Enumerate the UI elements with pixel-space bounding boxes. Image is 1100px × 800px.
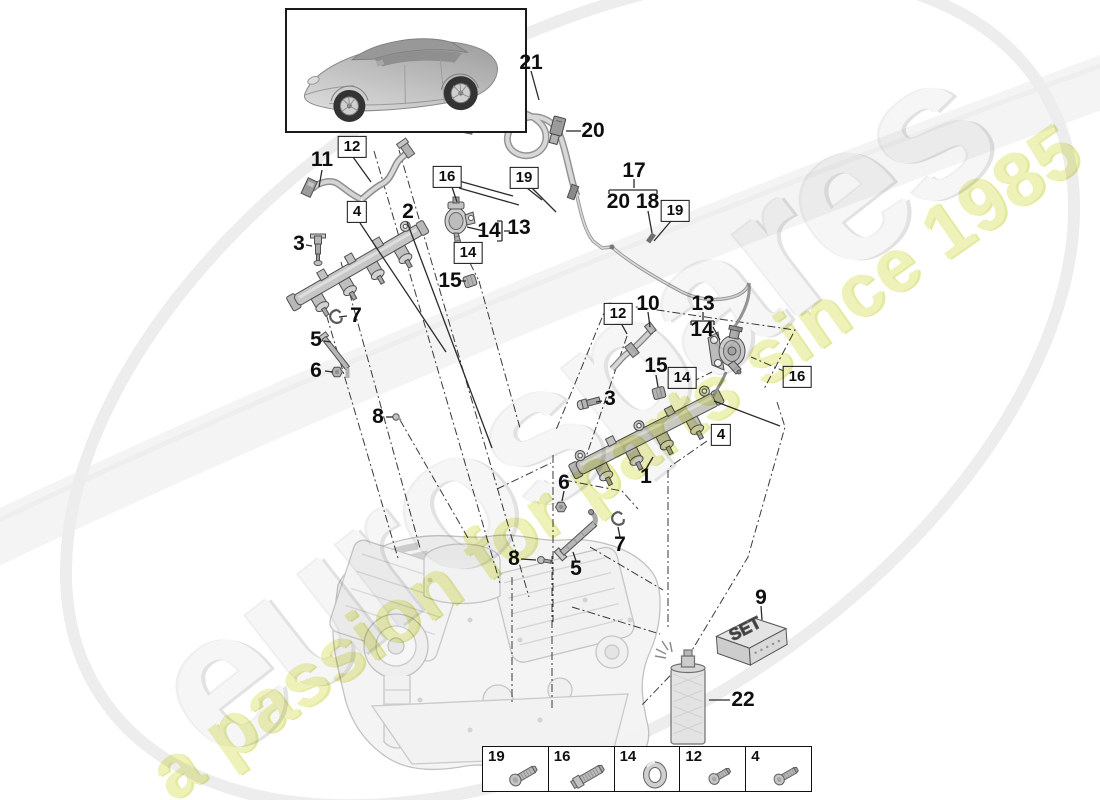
legend-cell-4: 4 (746, 747, 811, 791)
connector-20 (548, 115, 567, 146)
legend-cell-16: 16 (549, 747, 615, 791)
vehicle-illustration (304, 38, 498, 122)
legend-number: 12 (685, 748, 703, 765)
bushing-15-left (462, 273, 478, 289)
pan-head-bolt-icon (509, 765, 538, 787)
screw-8-right (537, 556, 552, 564)
bushing-15-right (651, 386, 667, 400)
nut-6-left (330, 366, 344, 378)
legend-number: 16 (553, 748, 571, 765)
fuel-line-17 (566, 183, 751, 330)
fuel-pipe-12 (359, 137, 416, 202)
sensor-bolt-3-right (576, 396, 602, 411)
fuel-rail-left (286, 220, 430, 317)
clip-7-left (329, 308, 343, 324)
screw-8-left (392, 413, 402, 421)
fuel-hose-11 (300, 177, 363, 203)
high-pressure-pump-right (707, 324, 746, 375)
vehicle-thumbnail-box (285, 8, 527, 133)
fastener-legend: 19 16 (482, 746, 812, 792)
legend-cell-19: 19 (483, 747, 549, 791)
short-screw-icon (708, 767, 732, 785)
support-rail-5-left (316, 331, 351, 378)
nut-6-right (554, 501, 568, 513)
legend-number: 14 (619, 748, 637, 765)
high-pressure-pump-left (444, 196, 476, 253)
hex-bolt-icon (569, 764, 605, 790)
pan-head-screw-icon (773, 766, 799, 786)
sensor-bolt-3-left (310, 233, 326, 266)
fuel-rail-right (568, 385, 725, 487)
pump-to-rail-pipe (711, 371, 728, 398)
construction-lines (321, 149, 796, 708)
spray-can-22 (654, 640, 706, 745)
legend-number: 4 (751, 748, 760, 765)
legend-cell-14: 14 (615, 747, 681, 791)
legend-cell-12: 12 (680, 747, 747, 791)
fuel-pipe-10 (609, 321, 657, 372)
support-rail-5-right (553, 509, 598, 562)
leader-lines (305, 70, 781, 701)
clip-7-right (611, 510, 625, 526)
legend-number: 19 (488, 748, 505, 765)
engine-block-illustration (329, 534, 661, 772)
o-ring-icon (643, 761, 668, 789)
